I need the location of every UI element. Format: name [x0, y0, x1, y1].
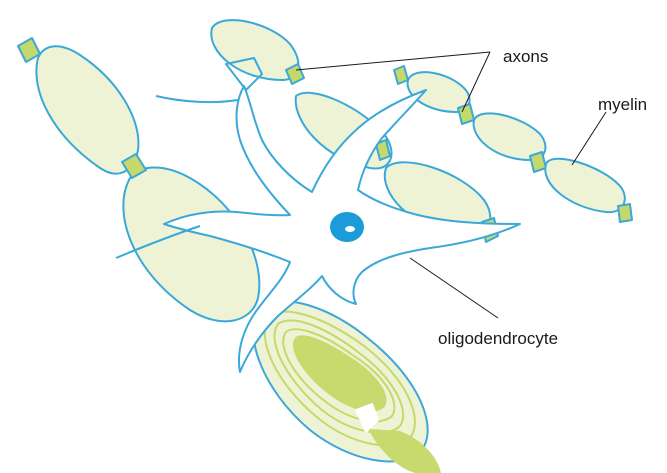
axons-leader-2 [462, 52, 490, 112]
node-of-ranvier [394, 66, 408, 84]
myelin-label: myelin [598, 95, 647, 114]
axons-label: axons [503, 47, 548, 66]
nucleus [330, 212, 364, 242]
myelin-segment [474, 113, 546, 172]
axons-leader-1 [296, 52, 490, 70]
myelin-segment [211, 20, 304, 84]
oligodendrocyte-leader [410, 258, 498, 318]
myelin-segment [394, 66, 474, 124]
myelin-leader [572, 112, 606, 165]
node-of-ranvier [530, 152, 546, 172]
myelin-segment [18, 38, 138, 174]
node-of-ranvier [618, 204, 632, 222]
oligodendrocyte-label: oligodendrocyte [438, 329, 558, 348]
myelin-cross-section [253, 301, 440, 473]
node-of-ranvier [458, 104, 474, 124]
node-of-ranvier [18, 38, 40, 62]
myelin-segment [545, 159, 632, 222]
